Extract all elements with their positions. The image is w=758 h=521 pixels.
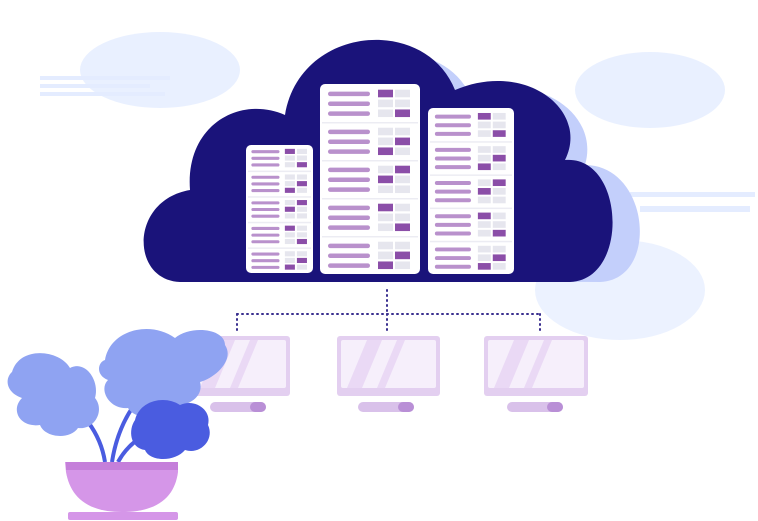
monitor-icon [484,336,588,412]
leaf-left [7,353,99,436]
server-unit [251,148,307,168]
server-unit [430,174,512,204]
server-unit [248,247,311,270]
server-unit [248,196,311,219]
server-unit [322,122,418,156]
server-unit [328,89,410,118]
leaf-right [99,329,228,417]
server-unit [248,221,311,245]
server-racks [246,84,514,274]
monitor-icon [337,336,440,412]
server-unit [322,198,418,232]
server-unit [322,160,418,194]
pot [65,462,178,512]
server-unit [430,240,512,270]
server-rack-icon [428,108,514,274]
potted-plant-icon [7,329,228,520]
server-unit [248,170,311,193]
server-rack-icon [320,84,420,274]
server-unit [322,236,418,270]
monitors [190,336,588,412]
server-rack-icon [246,145,313,273]
server-unit [430,141,512,171]
server-unit [430,207,512,237]
leaf-dark [131,400,210,459]
server-unit [434,112,506,137]
network-connectors [236,289,541,331]
